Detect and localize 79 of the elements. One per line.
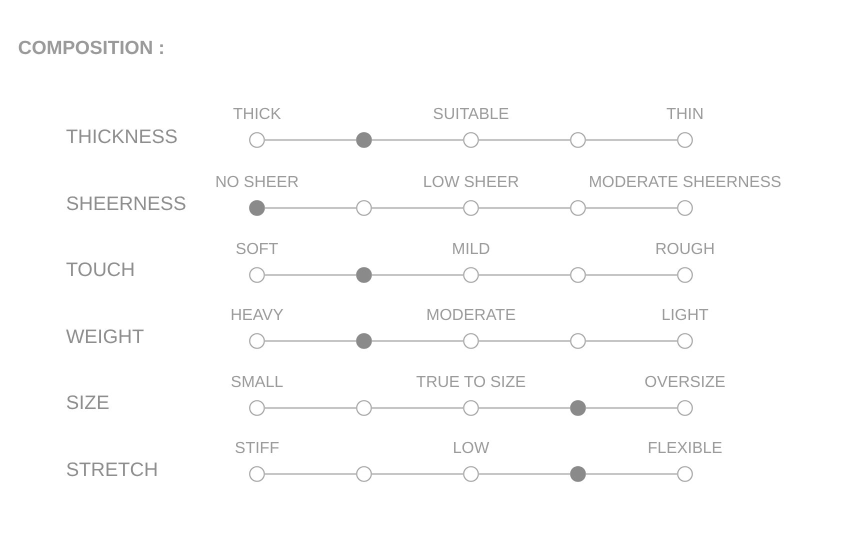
rating-circle [677,132,693,148]
connector-line [372,207,463,209]
rating-circle [356,200,372,216]
rating-circle [570,200,586,216]
rating-circle [677,466,693,482]
attribute-label: STRETCH [66,460,158,480]
scale-label: SOFT [236,242,278,258]
connector-line [372,473,463,475]
rating-circle [356,400,372,416]
connector-line [265,274,356,276]
scale-label: NO SHEER [215,175,299,191]
rating-circle [463,132,479,148]
connector-line [586,407,677,409]
rating-circle [677,200,693,216]
rating-circle [677,267,693,283]
attribute-label: THICKNESS [66,128,178,147]
rating-circle [463,200,479,216]
rating-circle [570,132,586,148]
scale-label: THIN [666,107,704,123]
rating-circle [463,400,479,416]
connector-line [372,274,463,276]
connector-line [586,207,677,209]
connector-line [479,340,570,342]
attribute-label: WEIGHT [66,328,144,347]
rating-dot [356,132,372,148]
connector-line [479,139,570,141]
scale-label: LOW [452,441,490,457]
connector-line [265,407,356,409]
scale-label: ROUGH [655,242,715,258]
connector-line [479,207,570,209]
rating-circle [570,333,586,349]
scale-label: MILD [452,242,490,258]
connector-line [265,340,356,342]
rating-circle [249,333,265,349]
rating-circle [570,267,586,283]
rating-dot [356,333,372,349]
rating-circle [463,267,479,283]
connector-line [265,139,356,141]
rating-circle [677,400,693,416]
scale-label: HEAVY [230,308,284,324]
connector-line [479,473,570,475]
scale-label: TRUE TO SIZE [416,375,526,391]
diagram-title: COMPOSITION : [18,39,165,58]
scale-label: SMALL [230,375,284,391]
scale-label: MODERATE SHEERNESS [588,175,782,191]
scale-label: LOW SHEER [423,175,519,191]
scale-label: LIGHT [661,308,709,324]
connector-line [479,407,570,409]
scale-label: OVERSIZE [644,375,726,391]
scale-label: MODERATE [426,308,516,324]
attribute-label: TOUCH [66,260,135,280]
connector-line [265,207,356,209]
connector-line [586,473,677,475]
connector-line [479,274,570,276]
rating-circle [249,132,265,148]
rating-dot [570,466,586,482]
rating-circle [249,267,265,283]
rating-dot [570,400,586,416]
connector-line [586,274,677,276]
rating-dot [249,200,265,216]
attribute-label: SIZE [66,394,110,414]
rating-circle [677,333,693,349]
rating-circle [463,466,479,482]
scale-label: STIFF [234,441,280,457]
attribute-label: SHEERNESS [66,194,186,214]
connector-line [372,407,463,409]
rating-circle [249,400,265,416]
connector-line [372,340,463,342]
rating-circle [356,466,372,482]
rating-circle [249,466,265,482]
scale-label: THICK [233,107,281,123]
connector-line [586,340,677,342]
rating-dot [356,267,372,283]
scale-label: SUITABLE [432,107,510,123]
connector-line [265,473,356,475]
scale-label: FLEXIBLE [648,441,722,457]
connector-line [586,139,677,141]
rating-circle [463,333,479,349]
connector-line [372,139,463,141]
